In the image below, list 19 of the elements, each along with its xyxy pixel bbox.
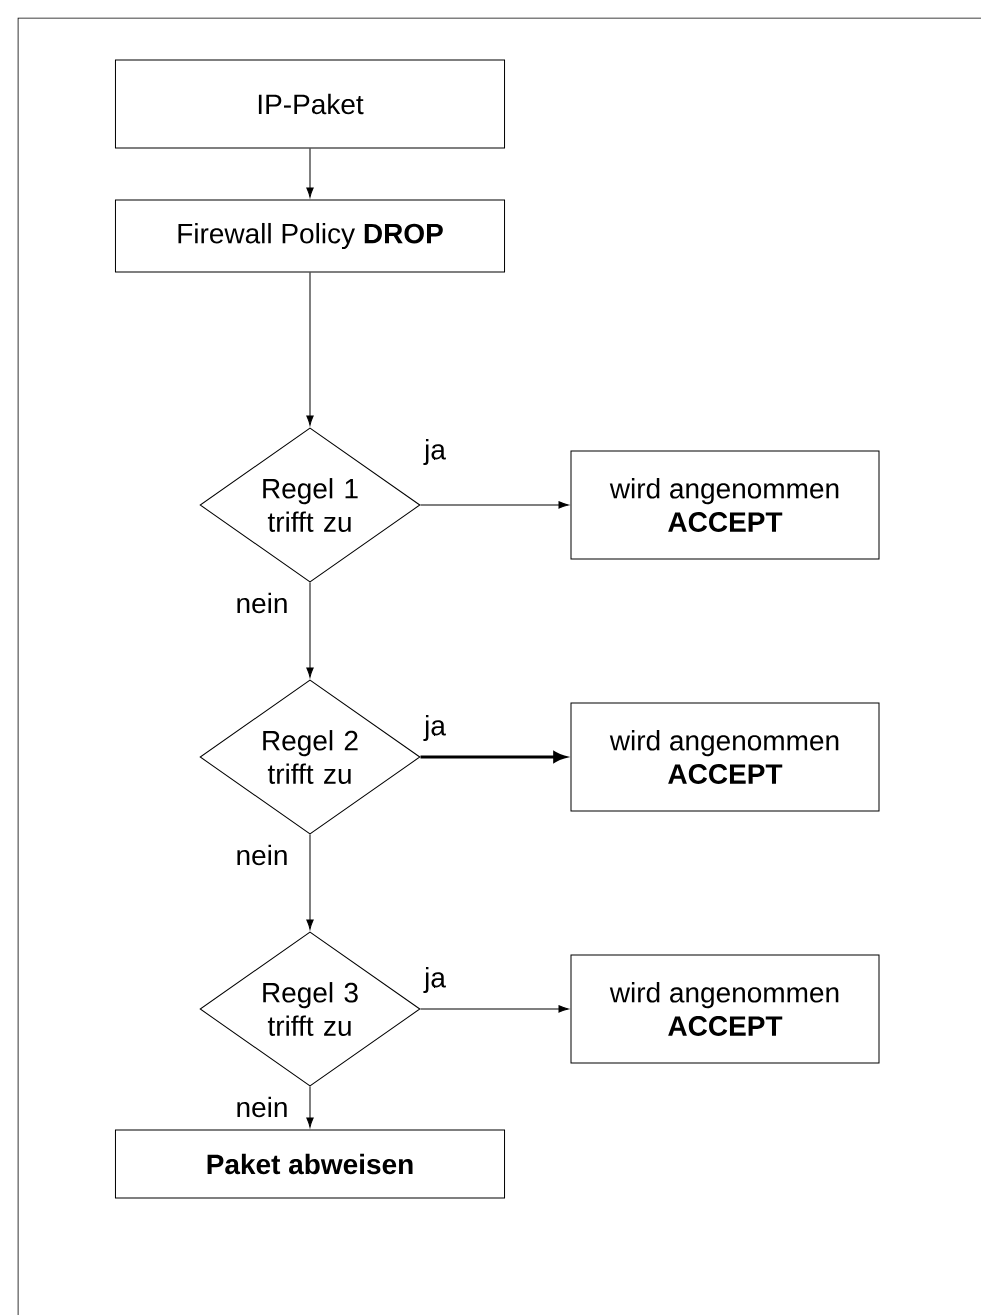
arrow bbox=[306, 582, 314, 678]
arrow bbox=[420, 501, 569, 509]
process-box: wird angenommen ACCEPT bbox=[570, 702, 880, 812]
process-box: wird angenommen ACCEPT bbox=[570, 450, 880, 560]
arrow bbox=[306, 272, 314, 426]
edge-label: ja bbox=[423, 714, 446, 742]
process-box: IP-Paket bbox=[114, 59, 506, 149]
arrow bbox=[306, 148, 314, 198]
edge-label: nein bbox=[237, 844, 287, 866]
process-box: Firewall Policy DROP bbox=[114, 199, 506, 273]
process-box: Paket abweisen bbox=[114, 1129, 506, 1199]
arrow bbox=[306, 834, 314, 930]
arrow bbox=[420, 1005, 569, 1013]
arrow bbox=[306, 1086, 314, 1128]
edge-label: ja bbox=[423, 966, 446, 994]
edge-label: nein bbox=[237, 1096, 287, 1118]
process-box: wird angenommen ACCEPT bbox=[570, 954, 880, 1064]
edge-label: ja bbox=[423, 438, 446, 466]
edge-label: nein bbox=[237, 592, 287, 614]
